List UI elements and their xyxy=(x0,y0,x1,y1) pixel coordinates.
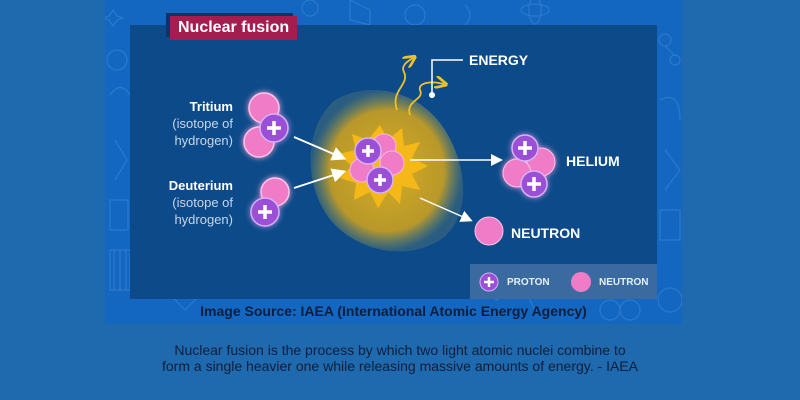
free-neutron xyxy=(474,216,504,246)
deuterium-label-group: Deuterium (isotope of hydrogen) xyxy=(150,177,233,228)
deuterium-note-line1: (isotope of xyxy=(172,195,233,210)
image-source-credit: Image Source: IAEA (International Atomic… xyxy=(200,303,587,319)
helium-nucleus xyxy=(502,134,556,198)
energy-callout-line xyxy=(431,59,463,95)
neutron-label: NEUTRON xyxy=(511,225,581,241)
fused-nucleus xyxy=(349,133,405,194)
deuterium-nucleus xyxy=(250,177,290,227)
proton-legend-label: PROTON xyxy=(507,277,550,288)
diagram-title: Nuclear fusion xyxy=(170,16,298,40)
caption: Nuclear fusion is the process by which t… xyxy=(0,342,800,374)
deuterium-note-line2: hydrogen) xyxy=(174,212,233,227)
energy-label: ENERGY xyxy=(469,52,529,68)
neutron-legend-icon xyxy=(571,272,591,292)
neutron-arrow xyxy=(419,197,473,222)
tritium-note-line2: hydrogen) xyxy=(174,133,233,148)
caption-line-1: Nuclear fusion is the process by which t… xyxy=(174,342,626,358)
neutron-legend-label: NEUTRON xyxy=(599,277,649,288)
helium-label: HELIUM xyxy=(566,153,620,169)
caption-line-2: form a single heavier one while releasin… xyxy=(162,358,638,374)
deuterium-arrow xyxy=(293,168,347,189)
tritium-name: Tritium xyxy=(189,99,233,114)
proton-legend-icon xyxy=(479,272,499,292)
deuterium-name: Deuterium xyxy=(168,178,233,193)
tritium-label-group: Tritium (isotope of hydrogen) xyxy=(150,98,233,149)
tritium-note-line1: (isotope of xyxy=(172,116,233,131)
energy-wave-1 xyxy=(394,58,413,111)
tritium-nucleus xyxy=(243,92,289,158)
legend: PROTON NEUTRON xyxy=(470,264,657,299)
tritium-arrow xyxy=(293,136,347,161)
